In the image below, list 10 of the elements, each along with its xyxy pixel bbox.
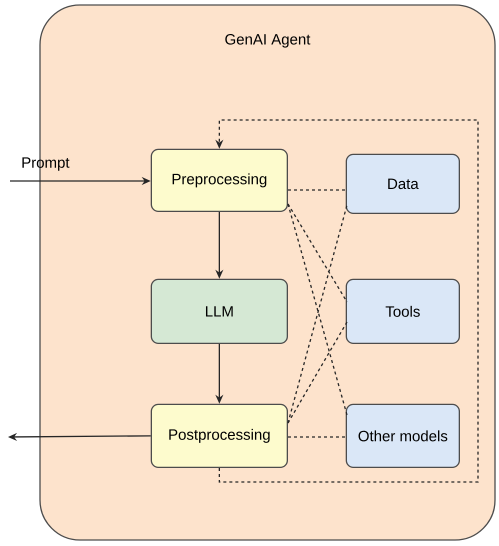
- resource-box: Other models: [346, 404, 460, 468]
- dotted-line: [288, 189, 347, 191]
- dotted-line: [288, 436, 347, 438]
- dotted-line: [287, 322, 348, 424]
- dotted-line: [287, 204, 348, 302]
- process-box: Postprocessing: [150, 404, 288, 468]
- resource-box: Tools: [346, 278, 460, 344]
- process-box: Preprocessing: [150, 148, 288, 212]
- resource-box: Data: [346, 154, 460, 214]
- model-box: LLM: [150, 278, 288, 344]
